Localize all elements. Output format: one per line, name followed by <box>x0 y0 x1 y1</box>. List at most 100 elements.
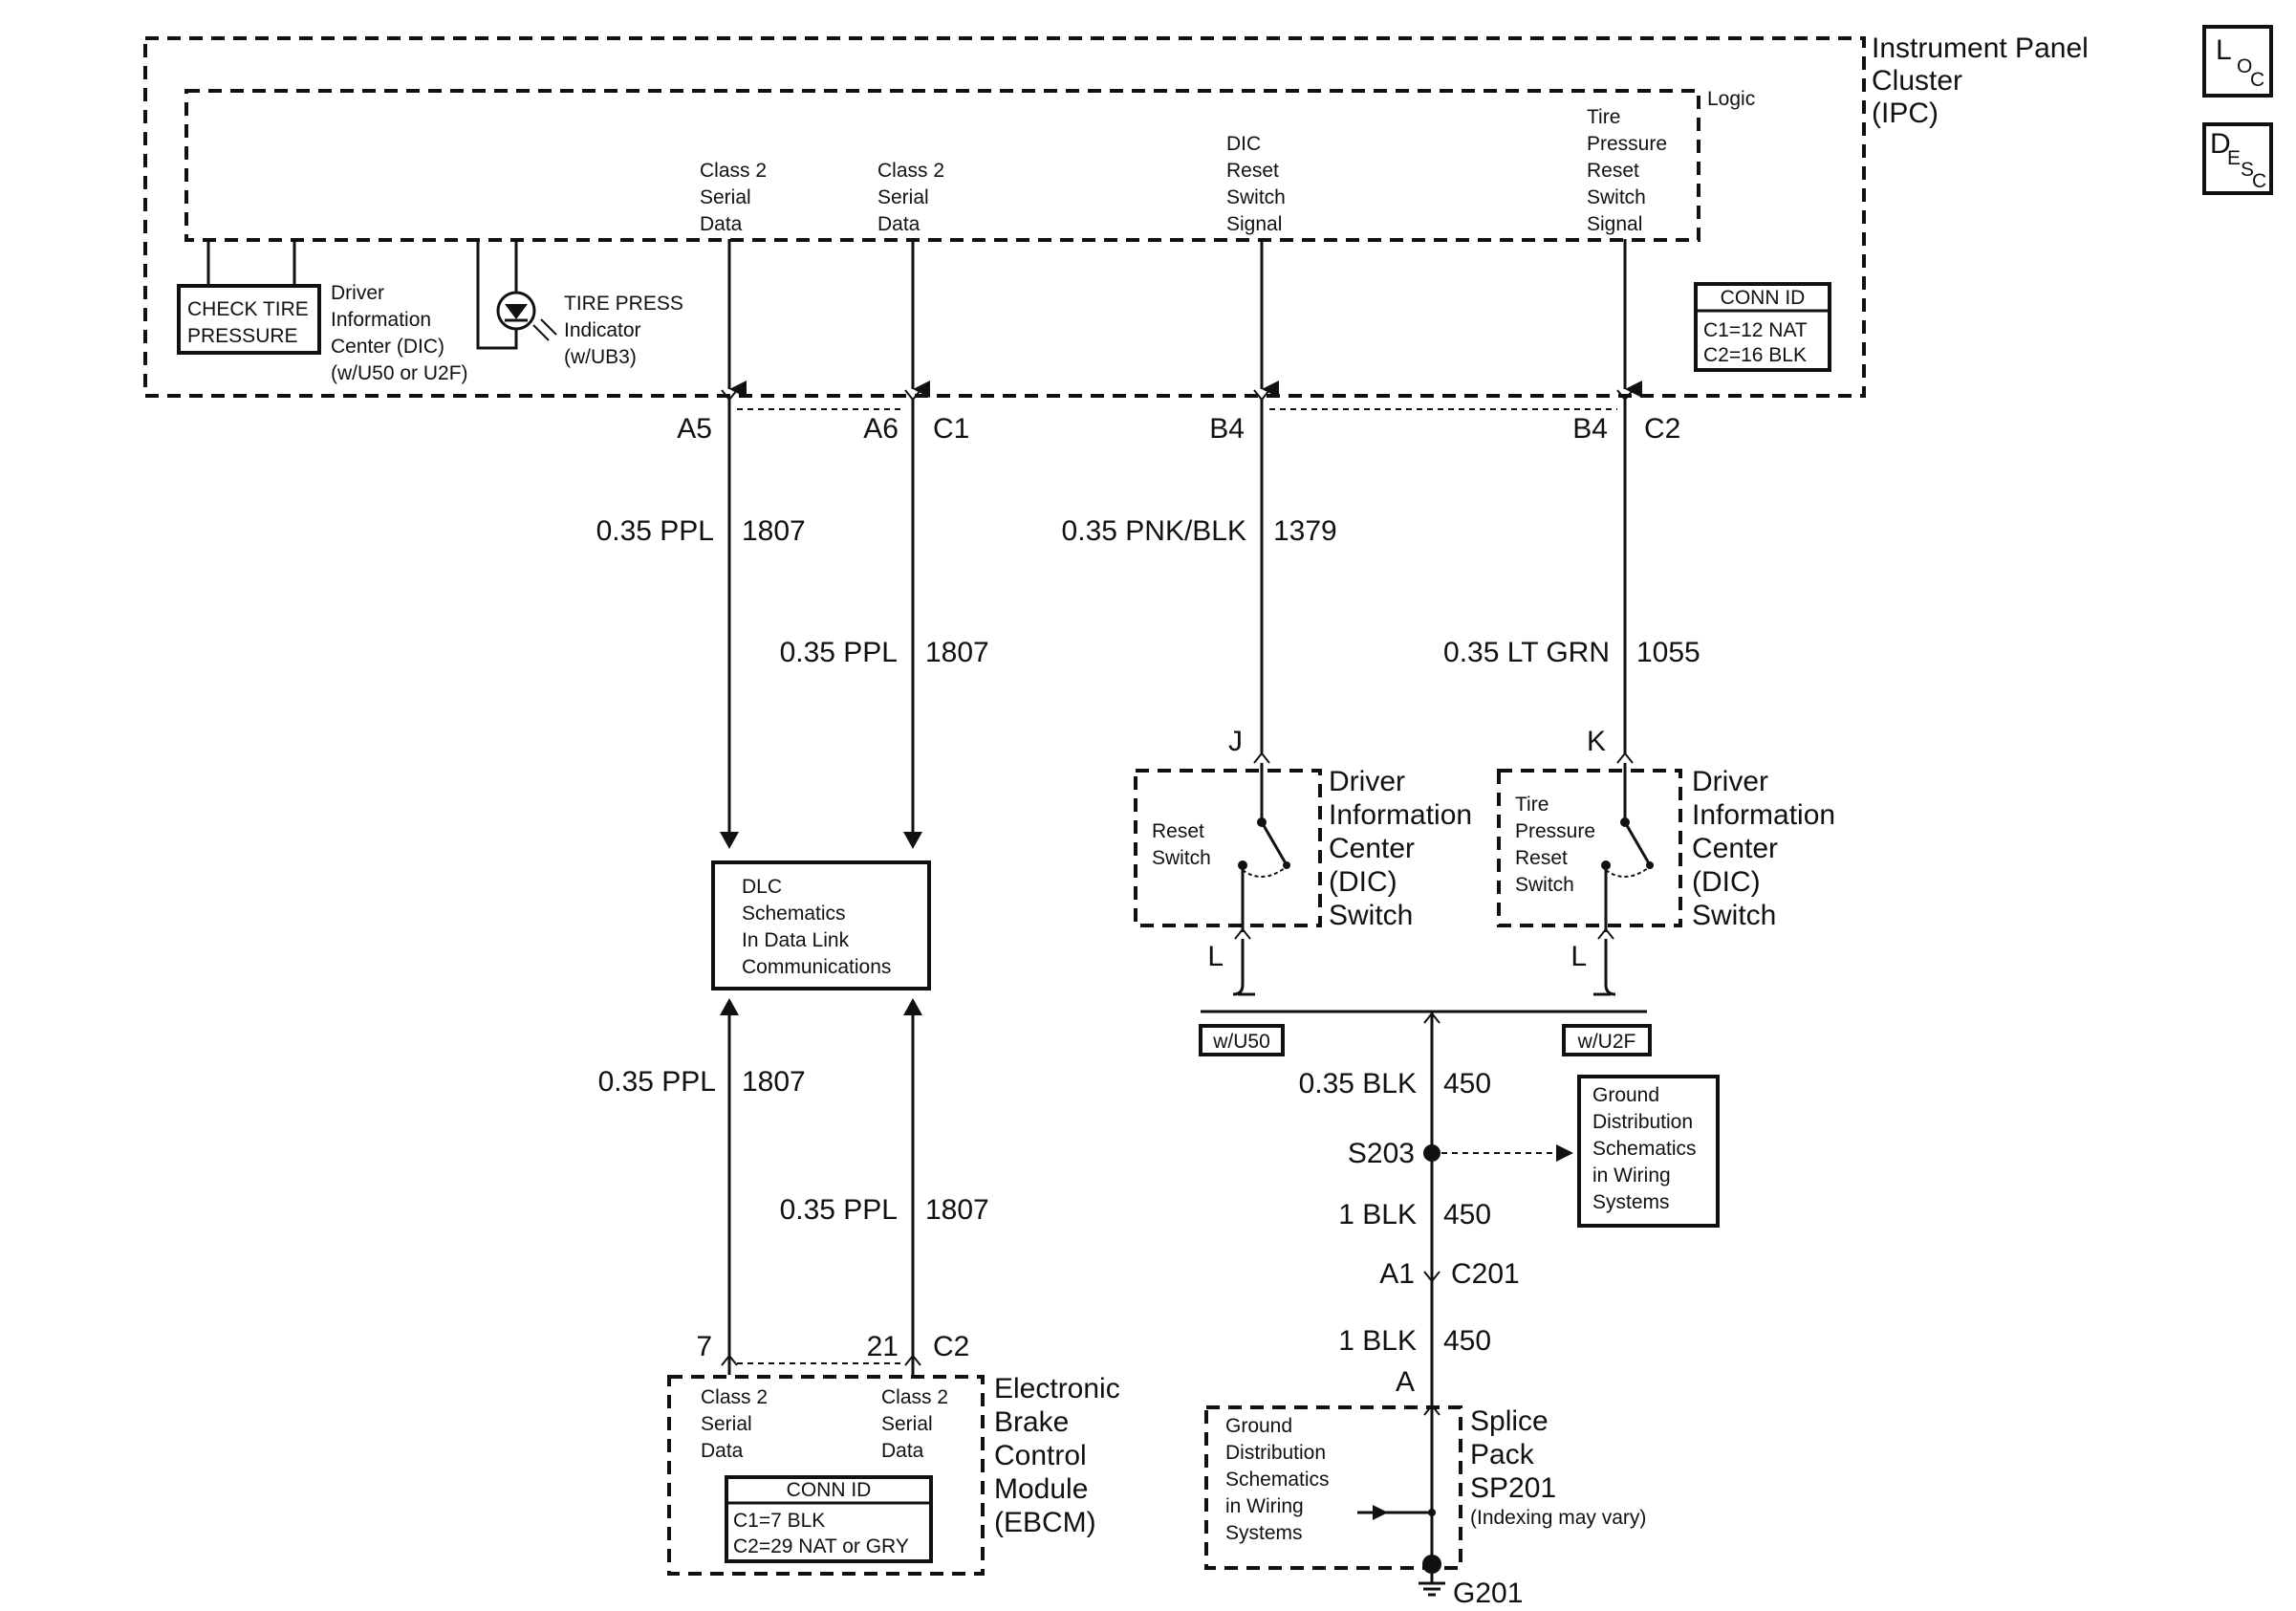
pin-a6: A6 <box>863 413 899 445</box>
wire-9-circuit: 450 <box>1443 1325 1491 1357</box>
ipc-signal-class2-2: Class 2 Serial Data <box>877 160 950 235</box>
pin-b4-tire: B4 <box>1572 413 1608 445</box>
dic-switch-2-pin-k: K <box>1587 726 1606 757</box>
location-icon[interactable] <box>2202 25 2273 98</box>
description-icon[interactable] <box>2202 122 2273 195</box>
ipc-conn-id-title: CONN ID <box>1721 287 1806 309</box>
splice-pack-pin-a: A <box>1396 1366 1415 1398</box>
wire-5-circuit: 1807 <box>742 1066 806 1098</box>
svg-text:D: D <box>2210 128 2231 160</box>
ebcm-connector-c2: C2 <box>933 1331 969 1362</box>
ipc-signal-class2-1: Class 2 Serial Data <box>700 160 772 235</box>
ebcm-title: Electronic Brake Control Module (EBCM) <box>994 1373 1128 1538</box>
wire-4-color: 0.35 LT GRN <box>1443 637 1610 668</box>
loc-button[interactable]: L O C <box>2202 25 2273 98</box>
wire-8-color: 1 BLK <box>1338 1199 1417 1230</box>
wire-2-circuit: 1807 <box>925 637 989 668</box>
wire-4-circuit: 1055 <box>1636 637 1700 668</box>
top-connector-pins: A5 A6 C1 B4 B4 C2 <box>677 389 1680 445</box>
ipc-conn-id-c2: C2=16 BLK <box>1703 344 1807 366</box>
wire-2-color: 0.35 PPL <box>780 637 898 668</box>
wire-5-color: 0.35 PPL <box>598 1066 716 1098</box>
ebcm-signal-right: Class 2 Serial Data <box>881 1386 954 1462</box>
ebcm-module: Class 2 Serial Data Class 2 Serial Data … <box>667 1373 1128 1576</box>
dic-switch-1-inner: Reset Switch <box>1152 820 1211 869</box>
desc-button[interactable]: D E S C <box>2202 122 2273 195</box>
wire-7-circuit: 450 <box>1443 1068 1491 1099</box>
ground-distribution-ref-1 <box>1577 1075 1720 1228</box>
dic-switch-2-pin-l: L <box>1570 941 1587 972</box>
tire-pressure-reset-switch: Tire Pressure Reset Switch Driver Inform… <box>1497 763 1843 972</box>
dic-switch-2-inner: Tire Pressure Reset Switch <box>1515 794 1601 896</box>
wires-dic-switch: 0.35 PNK/BLK 1379 0.35 LT GRN 1055 J K <box>1062 400 1700 764</box>
dic-display-label: Driver Information Center (DIC) (w/U50 o… <box>331 282 468 384</box>
splice-s203-dot <box>1423 1144 1440 1162</box>
pin-b4-dic: B4 <box>1209 413 1245 445</box>
svg-text:C: C <box>2250 69 2264 91</box>
option-w-u2f-label: w/U2F <box>1577 1031 1636 1053</box>
splice-pack-title: Splice Pack SP201 <box>1470 1405 1556 1504</box>
instrument-panel-cluster: Instrument Panel Cluster (IPC) Logic Cla… <box>143 33 2096 398</box>
ground-g201: G201 <box>1419 1574 1523 1609</box>
ebcm-conn-id-c2: C2=29 NAT or GRY <box>733 1535 909 1557</box>
dlc-text: DLC Schematics In Data Link Communicatio… <box>742 876 891 978</box>
wire-7-color: 0.35 BLK <box>1299 1068 1417 1099</box>
conn-c201-name: C201 <box>1451 1258 1520 1290</box>
ebcm-conn-id-title: CONN ID <box>787 1479 872 1501</box>
dic-switch-1-pin-j: J <box>1228 726 1243 757</box>
connector-c2: C2 <box>1644 413 1680 445</box>
splice-pack-sp201: Ground Distribution Schematics in Wiring… <box>1204 1405 1646 1574</box>
ground-circuit: w/U50 w/U2F 0.35 BLK 450 S203 Ground Dis… <box>1199 939 1720 1425</box>
ground-icon <box>1419 1581 1445 1597</box>
tire-press-indicator: TIRE PRESS Indicator (w/UB3) <box>476 240 689 368</box>
ipc-signal-tire-reset: Tire Pressure Reset Switch Signal <box>1587 106 1673 235</box>
wire-1-circuit: 1807 <box>742 515 806 547</box>
connector-c1: C1 <box>933 413 969 445</box>
ebcm-conn-id-c1: C1=7 BLK <box>733 1510 825 1532</box>
splice-s203-label: S203 <box>1348 1138 1415 1169</box>
svg-text:C: C <box>2252 170 2266 192</box>
ipc-conn-id-table: CONN ID C1=12 NAT C2=16 BLK <box>1694 282 1831 372</box>
switch-contact-icon <box>1260 821 1288 864</box>
ipc-conn-id-c1: C1=12 NAT <box>1703 319 1808 341</box>
wire-6-circuit: 1807 <box>925 1194 989 1226</box>
tire-press-label: TIRE PRESS Indicator (w/UB3) <box>564 293 689 368</box>
dic-switch-1-pin-l: L <box>1207 941 1224 972</box>
pin-a5: A5 <box>677 413 712 445</box>
ebcm-conn-id-table <box>725 1475 933 1563</box>
ipc-outline <box>143 36 1866 398</box>
wires-class2-top: 0.35 PPL 1807 0.35 PPL 1807 <box>596 239 1642 849</box>
wire-8-circuit: 450 <box>1443 1199 1491 1230</box>
ground-splice-dot <box>1422 1555 1441 1574</box>
ipc-logic-outline <box>184 89 1700 242</box>
dic-switch-2-title: Driver Information Center (DIC) Switch <box>1692 766 1843 931</box>
led-icon <box>496 291 536 331</box>
dic-reset-switch: Reset Switch Driver Information Center (… <box>1134 763 1480 972</box>
ebcm-signal-left: Class 2 Serial Data <box>701 1386 773 1462</box>
logic-label: Logic <box>1707 88 1755 110</box>
wire-1-color: 0.35 PPL <box>596 515 714 547</box>
ebcm-pin-21: 21 <box>867 1331 899 1362</box>
svg-text:E: E <box>2227 147 2241 169</box>
wire-3-color: 0.35 PNK/BLK <box>1062 515 1246 547</box>
dic-display-text: CHECK TIRE PRESSURE <box>187 298 314 347</box>
ebcm-pin-7: 7 <box>696 1331 712 1362</box>
dlc-reference-box: DLC Schematics In Data Link Communicatio… <box>711 860 931 991</box>
ipc-title: Instrument Panel Cluster (IPC) <box>1872 33 2096 129</box>
switch-contact-icon <box>1623 821 1651 864</box>
ground-ref-1-text: Ground Distribution Schematics in Wiring… <box>1592 1084 1701 1213</box>
option-w-u50 <box>1199 1024 1285 1056</box>
ipc-signal-dic-reset: DIC Reset Switch Signal <box>1226 133 1291 235</box>
dic-switch-1-title: Driver Information Center (DIC) Switch <box>1329 766 1480 931</box>
wire-6-color: 0.35 PPL <box>780 1194 898 1226</box>
dic-display: CHECK TIRE PRESSURE Driver Information C… <box>177 240 468 384</box>
ground-g201-label: G201 <box>1453 1578 1523 1609</box>
wires-class2-bottom: 0.35 PPL 1807 0.35 PPL 1807 7 21 C2 <box>598 998 989 1375</box>
svg-text:S: S <box>2241 159 2254 181</box>
svg-text:O: O <box>2237 55 2252 77</box>
wire-9-color: 1 BLK <box>1338 1325 1417 1357</box>
splice-pack-inner: Ground Distribution Schematics in Wiring… <box>1225 1415 1334 1544</box>
svg-text:L: L <box>2216 34 2232 66</box>
conn-c201-pin: A1 <box>1379 1258 1415 1290</box>
